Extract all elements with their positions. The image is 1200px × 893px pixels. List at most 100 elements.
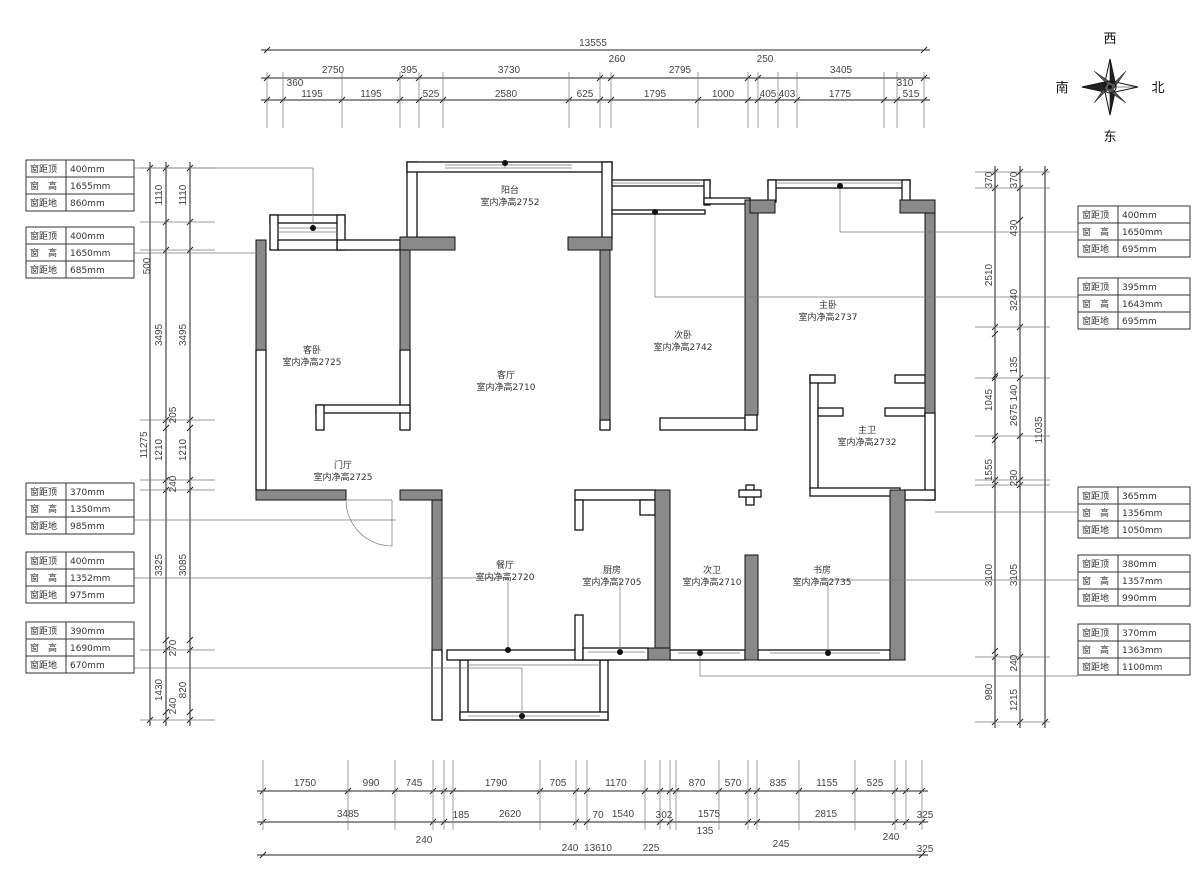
room-name: 餐厅 [496, 559, 514, 571]
window-param-label: 窗 高 [30, 642, 57, 654]
dimension-label: 325 [917, 844, 934, 855]
dimension-tick [991, 330, 999, 338]
dimension-label: 3085 [178, 553, 189, 576]
window-param-label: 窗距地 [30, 589, 57, 601]
compass-south: 南 [1055, 80, 1068, 96]
window-marker [617, 649, 623, 655]
dimension-label: 1210 [178, 438, 189, 461]
window-param-value: 400mm [70, 232, 105, 242]
concrete-wall [399, 249, 411, 351]
window-param-value: 390mm [70, 627, 105, 637]
window-param-value: 1100mm [1122, 663, 1162, 673]
dimension-label: 3100 [984, 563, 995, 586]
window-param-value: 400mm [70, 165, 105, 175]
concrete-wall [744, 199, 759, 416]
concrete-wall [647, 647, 671, 661]
window-param-value: 370mm [70, 488, 105, 498]
dimension-label: 140 [1009, 384, 1020, 401]
wall-segment [744, 414, 758, 431]
dimension-tick [162, 636, 170, 644]
window-param-value: 1363mm [1122, 646, 1162, 656]
window-param-label: 窗距顶 [30, 486, 57, 498]
window-param-value: 975mm [70, 591, 105, 601]
dimension-label: 2620 [499, 809, 522, 820]
dimension-label: 2510 [984, 263, 995, 286]
window-param-label: 窗距顶 [1082, 209, 1109, 221]
window-param-label: 窗距顶 [30, 163, 57, 175]
window-param-value: 380mm [1122, 560, 1157, 570]
concrete-wall [431, 499, 443, 651]
dimension-label: 3495 [178, 323, 189, 346]
window-param-value: 990mm [1122, 594, 1157, 604]
wall-segment [269, 214, 279, 251]
wall-segment [582, 647, 649, 661]
window-param-value: 985mm [70, 522, 105, 532]
room-clear-height: 室内净高2732 [838, 436, 897, 448]
wall-segment [599, 659, 609, 721]
window-param-value: 1655mm [70, 182, 110, 192]
room-clear-height: 室内净高2735 [793, 576, 852, 588]
dimension-label: 1775 [829, 89, 852, 100]
wall-segment [809, 487, 901, 497]
dimension-label: 3495 [154, 323, 165, 346]
compass-north: 北 [1151, 81, 1164, 96]
window-param-value: 1357mm [1122, 577, 1162, 587]
dimension-label: 525 [423, 89, 440, 100]
dimension-label: 1155 [816, 778, 838, 789]
window-param-label: 窗距地 [30, 197, 57, 209]
window-param-label: 窗 高 [1082, 644, 1109, 656]
window-leaders [110, 160, 1078, 719]
window-param-value: 400mm [1122, 211, 1157, 221]
window-param-label: 窗 高 [1082, 226, 1109, 238]
window-param-label: 窗距地 [1082, 592, 1109, 604]
dimension-tick [918, 851, 926, 859]
wall-segment [269, 214, 346, 224]
wall-segment [399, 349, 411, 431]
dimension-label: 1750 [294, 778, 317, 789]
window-param-label: 窗距顶 [1082, 281, 1109, 293]
dimension-label: 240 [168, 475, 179, 492]
window-param-value: 1352mm [70, 574, 110, 584]
concrete-wall [599, 249, 611, 421]
window-param-value: 1650mm [1122, 228, 1162, 238]
room-name: 阳台 [501, 184, 519, 196]
wall-segment [809, 374, 836, 384]
room-name: 次卫 [703, 564, 721, 576]
dimension-tick [991, 647, 999, 655]
window-param-label: 窗距地 [1082, 524, 1109, 536]
dimension-tick [263, 46, 271, 54]
window-param-label: 窗 高 [30, 247, 57, 259]
concrete-wall [924, 212, 936, 414]
window-param-label: 窗距顶 [30, 230, 57, 242]
wall-segment [904, 489, 936, 501]
wall-segment [277, 239, 338, 251]
dimension-label: 3485 [337, 809, 360, 820]
room-clear-height: 室内净高2710 [477, 381, 536, 393]
window-param-value: 685mm [70, 266, 105, 276]
wall-segment [639, 499, 656, 516]
window-marker [519, 713, 525, 719]
dimension-label: 1045 [984, 388, 995, 411]
dimension-label: 1110 [178, 184, 189, 205]
dimension-label: 11035 [1034, 416, 1045, 444]
dimension-label: 1170 [605, 778, 627, 789]
window-param-label: 窗距地 [1082, 315, 1109, 327]
concrete-wall [399, 236, 456, 251]
window-param-value: 1650mm [70, 249, 110, 259]
dimension-label: 240 [416, 835, 433, 846]
dimension-label: 1795 [644, 89, 667, 100]
dimension-label: 1195 [360, 89, 382, 100]
dimension-label: 430 [1009, 219, 1020, 236]
walls [255, 161, 936, 721]
window-param-label: 窗 高 [1082, 575, 1109, 587]
window-param-label: 窗 高 [30, 572, 57, 584]
dimension-label: 3240 [1009, 288, 1020, 311]
window-param-label: 窗 高 [1082, 298, 1109, 310]
